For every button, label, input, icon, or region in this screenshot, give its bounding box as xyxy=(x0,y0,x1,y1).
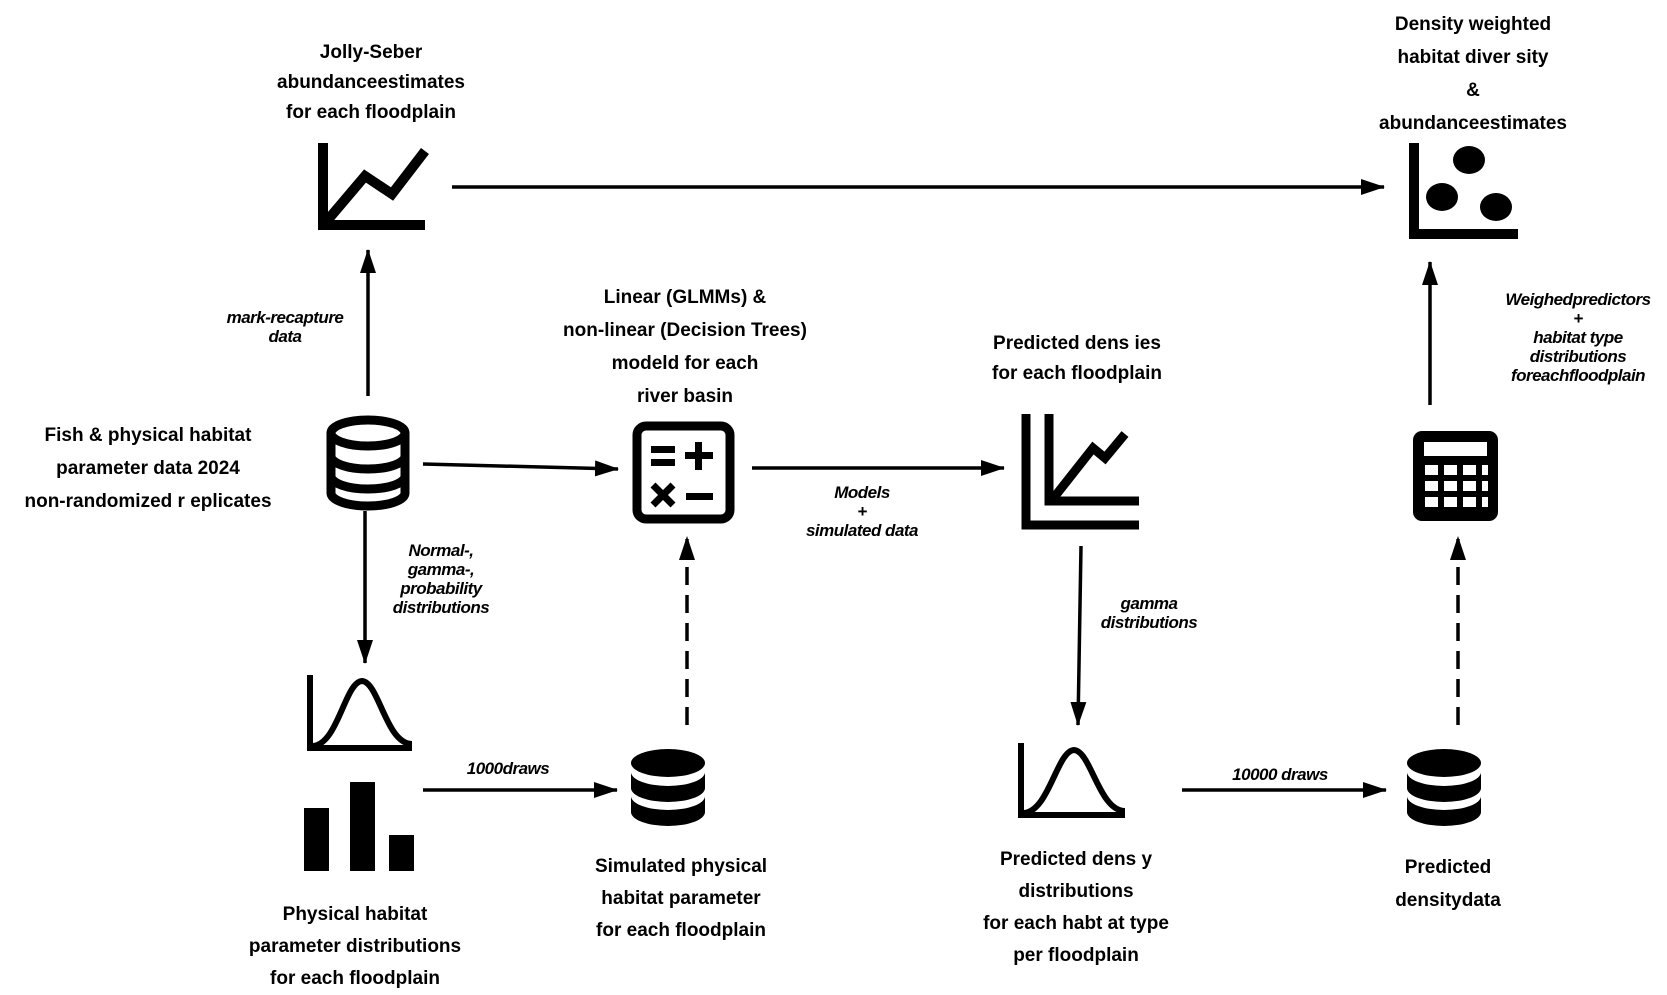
bell-curve-icon xyxy=(307,675,413,751)
database-filled-icon xyxy=(631,749,705,826)
edge-mark-recapture: mark-recapture data xyxy=(226,308,344,346)
node-simulated: Simulated physical habitat parameter for… xyxy=(594,856,768,941)
calculator-ops-icon xyxy=(632,421,735,524)
bell-curve-icon-right xyxy=(1018,743,1126,818)
node-jolly-seber: Jolly-Seber abundanceestimates for each … xyxy=(277,42,465,123)
arrow-densities-to-density-dist xyxy=(1070,545,1087,726)
edge-1000-draws: 1000draws xyxy=(466,759,550,778)
edge-distributions: Normal-, gamma-, probability distributio… xyxy=(392,541,490,617)
bar-chart-icon xyxy=(304,782,414,871)
edge-gamma: gamma distributions xyxy=(1100,594,1198,632)
arrows xyxy=(357,179,1466,798)
node-predicted-density-data: Predicted densitydata xyxy=(1395,857,1501,911)
node-density-weighted: Density weighted habitat diver sity & ab… xyxy=(1379,14,1567,134)
scatter-chart-icon xyxy=(1409,143,1518,239)
node-physical-distributions: Physical habitat parameter distributions… xyxy=(248,904,462,989)
edge-models-simulated: Models + simulated data xyxy=(805,483,919,540)
calculator-grid-icon xyxy=(1413,431,1498,521)
database-filled-icon-right xyxy=(1407,749,1481,826)
node-fish-data: Fish & physical habitat parameter data 2… xyxy=(24,425,272,512)
arrow-data-to-models xyxy=(422,460,619,477)
database-icon xyxy=(326,415,410,511)
edge-10000-draws: 10000 draws xyxy=(1232,765,1328,784)
edge-weighted-predictors: Weighedpredictors + habitat type distrib… xyxy=(1505,290,1651,385)
double-line-chart-icon xyxy=(1021,414,1139,530)
line-chart-icon xyxy=(318,143,429,230)
node-predicted-densities: Predicted dens ies for each floodplain xyxy=(992,333,1162,384)
node-models: Linear (GLMMs) & non-linear (Decision Tr… xyxy=(563,287,807,407)
node-predicted-density-dist: Predicted dens y distributions for each … xyxy=(983,849,1169,966)
